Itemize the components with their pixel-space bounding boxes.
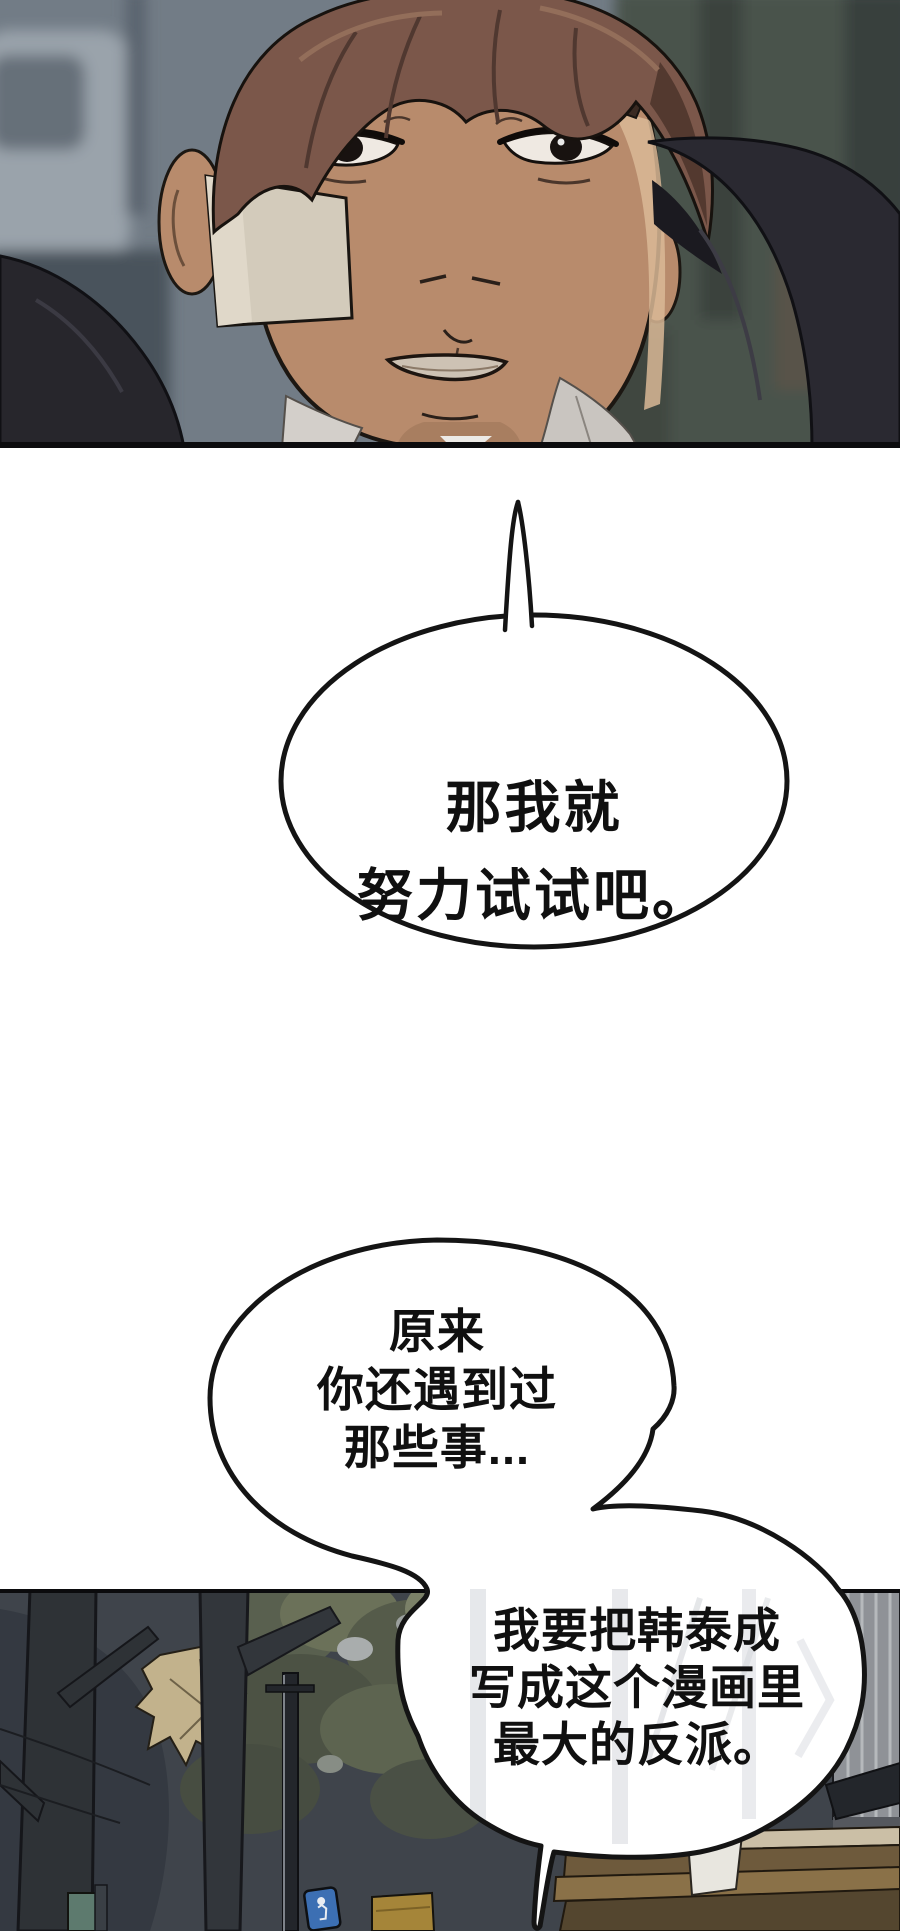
bubble-1-line-2: 努力试试吧。 xyxy=(357,864,711,927)
panel-face-closeup xyxy=(0,0,900,448)
jacket-fold-left xyxy=(34,298,124,393)
panel-border-top xyxy=(0,1589,900,1593)
right-lid-crease xyxy=(495,117,523,125)
panel-border-bottom xyxy=(0,442,900,448)
right-undereye xyxy=(537,177,591,185)
pedestrian-sign xyxy=(303,1886,342,1931)
bubble-2-text: 原来 你还遇到过 那些事... xyxy=(187,1303,687,1477)
wood-stack xyxy=(552,1819,900,1931)
neck xyxy=(396,422,522,448)
mouth xyxy=(384,353,509,382)
shirt-collar-left xyxy=(280,394,364,448)
bubble-3-line-1: 我要把韩泰成 xyxy=(493,1604,781,1657)
nose-tip xyxy=(442,329,473,344)
bubble-2-line-1: 原来 xyxy=(389,1305,485,1358)
bubble-1-line-1: 那我就 xyxy=(445,776,623,839)
bubble-2-line-2: 你还遇到过 xyxy=(317,1363,557,1416)
nose-line-right xyxy=(471,276,501,286)
jacket-collar-dark xyxy=(652,180,722,274)
post xyxy=(94,1884,108,1931)
nose-line-left xyxy=(419,274,447,284)
bubble-1-tail xyxy=(502,499,521,633)
bubble-3-line-2: 写成这个漫画里 xyxy=(469,1661,805,1714)
bubble-2-line-3: 那些事... xyxy=(343,1421,531,1474)
bubble-1-text: 那我就 努力试试吧。 xyxy=(274,764,794,940)
left-ear-line xyxy=(171,189,186,267)
shirt-collar-right xyxy=(538,376,640,448)
white-sheet xyxy=(686,1833,744,1897)
bubble-3-line-3: 最大的反派。 xyxy=(493,1718,781,1771)
jacket-fold-right xyxy=(698,228,762,401)
cheek-highlight xyxy=(612,110,666,410)
chin-crease xyxy=(421,412,479,421)
yellow-crate xyxy=(371,1891,436,1931)
tree-trunk-left xyxy=(0,1589,160,1931)
wires xyxy=(0,1728,151,1824)
collar-seam xyxy=(575,395,593,448)
bubble-3-text: 我要把韩泰成 写成这个漫画里 最大的反派。 xyxy=(357,1602,900,1773)
